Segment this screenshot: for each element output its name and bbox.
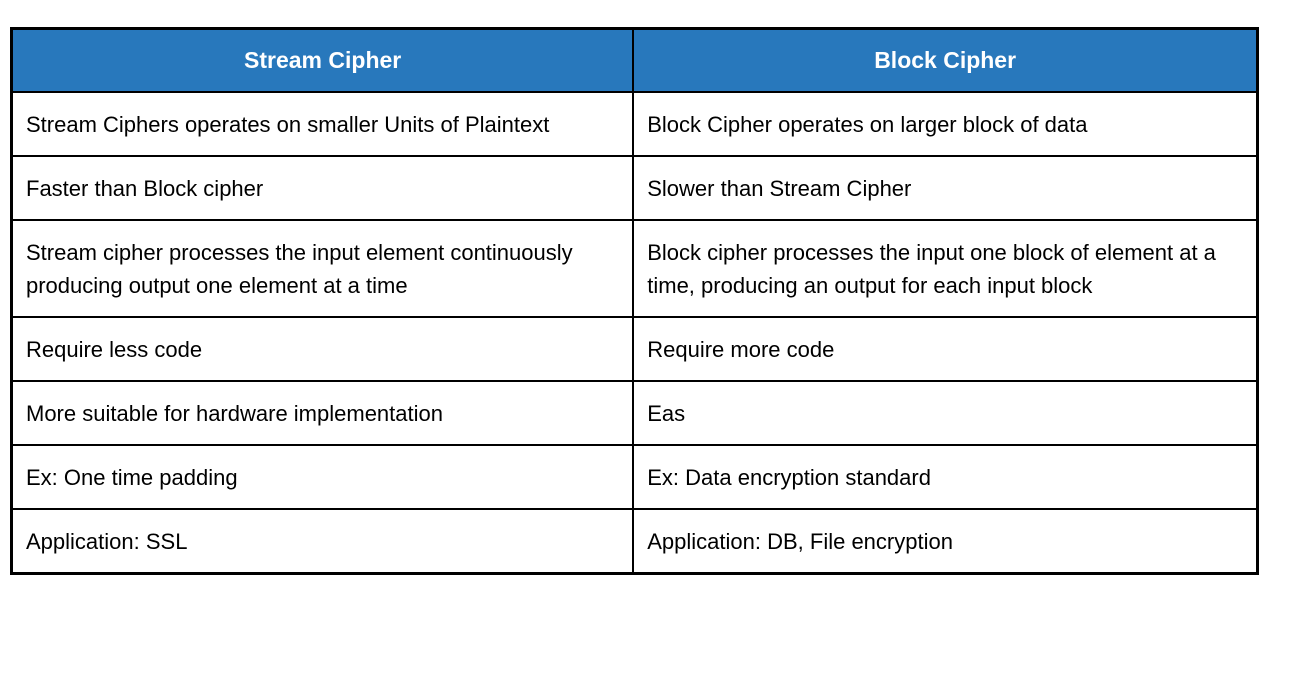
comparison-table: Stream Cipher Block Cipher Stream Cipher…: [10, 27, 1259, 575]
table-row: Stream cipher processes the input elemen…: [10, 219, 1259, 318]
table-cell-stream: More suitable for hardware implementatio…: [10, 380, 635, 446]
table-row: Ex: One time padding Ex: Data encryption…: [10, 444, 1259, 510]
table-row: Stream Ciphers operates on smaller Units…: [10, 91, 1259, 157]
table-cell-block: Block Cipher operates on larger block of…: [632, 91, 1259, 157]
table-cell-stream: Require less code: [10, 316, 635, 382]
table-cell-block: Application: DB, File encryption: [632, 508, 1259, 575]
table-cell-block: Require more code: [632, 316, 1259, 382]
table-cell-block: Slower than Stream Cipher: [632, 155, 1259, 221]
table-cell-stream: Stream cipher processes the input elemen…: [10, 219, 635, 318]
column-header-stream-cipher: Stream Cipher: [10, 27, 635, 93]
table-cell-stream: Application: SSL: [10, 508, 635, 575]
table-cell-block: Block cipher processes the input one blo…: [632, 219, 1259, 318]
table-row: More suitable for hardware implementatio…: [10, 380, 1259, 446]
header-row: Stream Cipher Block Cipher: [10, 27, 1259, 93]
table-row: Require less code Require more code: [10, 316, 1259, 382]
table-cell-block: Ex: Data encryption standard: [632, 444, 1259, 510]
table-cell-block: Eas: [632, 380, 1259, 446]
table-row: Faster than Block cipher Slower than Str…: [10, 155, 1259, 221]
table-row: Application: SSL Application: DB, File e…: [10, 508, 1259, 575]
table-cell-stream: Ex: One time padding: [10, 444, 635, 510]
table-cell-stream: Stream Ciphers operates on smaller Units…: [10, 91, 635, 157]
table-cell-stream: Faster than Block cipher: [10, 155, 635, 221]
column-header-block-cipher: Block Cipher: [632, 27, 1259, 93]
